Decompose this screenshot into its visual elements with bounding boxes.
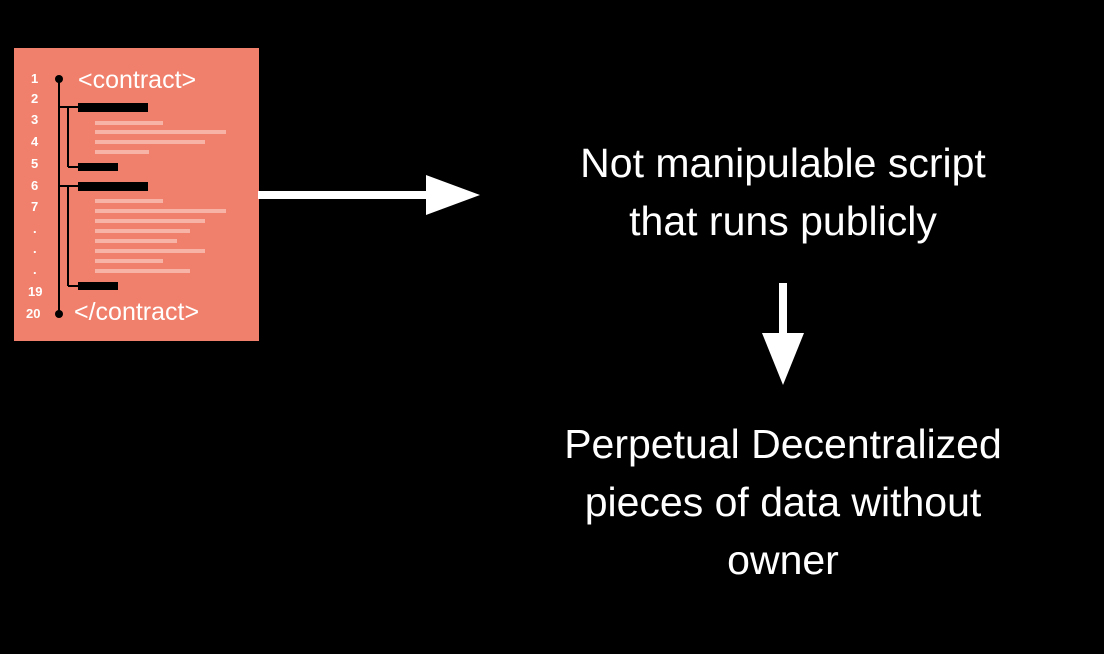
code-line <box>95 150 149 154</box>
code-line <box>95 130 226 134</box>
open-tag-text: <contract> <box>78 66 196 94</box>
code-line <box>95 199 163 203</box>
line-number: 20 <box>26 306 40 321</box>
line-number: 19 <box>28 284 42 299</box>
result-text: Perpetual Decentralized pieces of data w… <box>490 415 1076 589</box>
code-line <box>95 229 190 233</box>
arrow-head <box>426 175 480 215</box>
close-tag-bar <box>78 282 118 290</box>
line-number: 1 <box>31 71 38 86</box>
arrow-shaft <box>258 191 428 199</box>
code-line <box>95 140 205 144</box>
open-tag-bar <box>78 182 148 191</box>
code-line <box>95 269 190 273</box>
line-number: 6 <box>31 178 38 193</box>
code-line <box>95 249 205 253</box>
result-line: owner <box>727 537 839 583</box>
code-document-icon: <contract> </contract> 1 2 3 4 5 6 7 . .… <box>14 48 259 341</box>
result-line: pieces of data without <box>584 479 982 525</box>
line-number: 2 <box>31 91 38 106</box>
arrow-down-icon <box>762 283 804 385</box>
line-number: . <box>33 262 37 277</box>
statement-line: that runs publicly <box>629 198 937 244</box>
arrow-head <box>762 333 804 385</box>
statement-text: Not manipulable script that runs publicl… <box>500 134 1066 250</box>
code-line <box>95 219 205 223</box>
arrow-right-icon <box>258 175 480 215</box>
tree-node-bottom <box>55 310 63 318</box>
code-line <box>95 209 226 213</box>
result-line: Perpetual Decentralized <box>564 421 1002 467</box>
code-line <box>95 239 177 243</box>
code-line <box>95 121 163 125</box>
line-number: 3 <box>31 112 38 127</box>
code-line <box>95 259 163 263</box>
line-number: 5 <box>31 156 38 171</box>
arrow-shaft <box>779 283 787 335</box>
close-tag-text: </contract> <box>74 298 199 326</box>
line-number: 7 <box>31 199 38 214</box>
statement-line: Not manipulable script <box>580 140 986 186</box>
contract-code-document: <contract> </contract> 1 2 3 4 5 6 7 . .… <box>14 48 259 341</box>
line-number: . <box>33 221 37 236</box>
tree-node-top <box>55 75 63 83</box>
line-number: 4 <box>31 134 39 149</box>
close-tag-bar <box>78 163 118 171</box>
document-background <box>14 48 259 341</box>
line-number: . <box>33 241 37 256</box>
open-tag-bar <box>78 103 148 112</box>
